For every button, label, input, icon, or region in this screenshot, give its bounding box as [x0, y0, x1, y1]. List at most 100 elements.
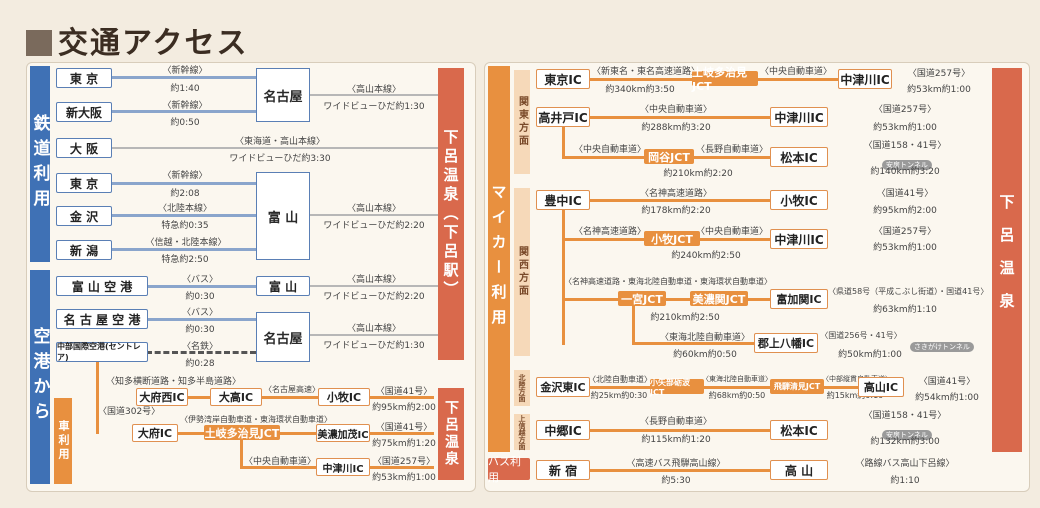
band-rail: 鉄道利用 — [30, 66, 50, 262]
station-osaka: 大 阪 — [56, 138, 112, 158]
label: 〈国道41号〉 — [375, 387, 433, 397]
label: 約63km約1:10 — [873, 305, 937, 315]
label: 〈国道41号〉 — [876, 189, 934, 199]
station-kanazawa: 金 沢 — [56, 206, 112, 226]
label: 〈北陸本線〉 — [157, 204, 212, 214]
label: 約132km約3:00 — [870, 437, 940, 447]
title-text: 交通アクセス — [58, 26, 249, 61]
label: 〈信越・北陸本線〉 — [145, 238, 227, 248]
label: 〈中央自動車道〉 — [639, 105, 712, 115]
label: 約115km約1:20 — [641, 435, 711, 445]
row4-vline — [562, 207, 565, 345]
jct-okaya: 岡谷JCT — [644, 149, 694, 164]
rail-line-kanazawa — [112, 214, 256, 217]
jct-ichinomiya: 一宮JCT — [618, 291, 666, 306]
row7-line — [632, 342, 754, 345]
ic-takaido: 高井戸IC — [536, 107, 590, 127]
ic-kanazawahigashi: 金沢東IC — [536, 377, 590, 397]
region-kanto: 関東方面 — [514, 70, 530, 174]
hub-toyama-air: 富 山 — [256, 276, 310, 296]
rail-line-shinosaka — [112, 110, 256, 113]
row9-line — [588, 429, 770, 432]
label: 〈新幹線〉 — [162, 171, 208, 181]
row10-line — [588, 469, 770, 472]
tunnel-abo-r9: 安房トンネル — [882, 422, 932, 441]
ic-komaki: 小牧IC — [318, 388, 370, 406]
label: 約2:08 — [170, 189, 200, 199]
label: 〈中央自動車道〉 — [574, 145, 647, 155]
jct-hidakiyomi: 飛騨清見JCT — [770, 379, 824, 394]
label: 〈中央自動車道〉 — [696, 227, 769, 237]
label: 〈バス〉 — [181, 308, 218, 318]
label: 〈国道158・41号〉 — [863, 141, 947, 151]
label: 〈東海北陸自動車道〉 — [659, 333, 750, 343]
station-tokyo2: 東 京 — [56, 173, 112, 193]
label: 〈路線バス高山下呂線〉 — [855, 459, 955, 469]
ic-gujohachiman: 郡上八幡IC — [754, 333, 818, 353]
label: 約0:28 — [185, 359, 215, 369]
jct-minoseki: 美濃関JCT — [690, 291, 748, 306]
label: 約178km約2:20 — [641, 206, 711, 216]
station-tokyo: 東 京 — [56, 68, 112, 88]
label: 約340km約3:50 — [605, 85, 675, 95]
label: 〈新幹線〉 — [162, 101, 208, 111]
row8-line — [588, 386, 858, 389]
car-line-row1 — [176, 396, 434, 399]
bus-takayama: 高 山 — [770, 460, 828, 480]
label: 約53km約1:00 — [873, 123, 937, 133]
rail-line-osaka — [112, 147, 438, 149]
label: ワイドビューひだ約2:20 — [323, 292, 425, 302]
page-title: 交通アクセス — [26, 18, 249, 62]
ic-tomikaseki: 富加関IC — [770, 289, 828, 309]
tunnel-abo-r3: 安房トンネル — [882, 152, 932, 171]
tunnel-sakigake: さきがけトンネル — [910, 334, 974, 353]
ic-nakago: 中郷IC — [536, 420, 590, 440]
label: 〈国道257号〉 — [873, 105, 937, 115]
label: 〈国道257号〉 — [907, 69, 971, 79]
label: 〈新幹線〉 — [162, 66, 208, 76]
band-car: 車利用 — [54, 398, 72, 484]
label: 〈国道41号〉 — [918, 377, 976, 387]
label: 約140km約3:20 — [870, 167, 940, 177]
label: 〈国道41号〉 — [375, 423, 433, 433]
jct-tokishi-r1: 土岐多治見JCT — [692, 66, 758, 93]
rail-line-niigata — [112, 248, 256, 251]
station-niigata: 新 潟 — [56, 240, 112, 260]
label: ワイドビューひだ約2:20 — [323, 221, 425, 231]
tunnel-label: 安房トンネル — [882, 160, 932, 170]
label: 約68km約0:50 — [708, 391, 766, 400]
label: 〈高山本線〉 — [346, 204, 401, 214]
label: 〈高速バス飛騨高山線〉 — [626, 459, 726, 469]
row2-vline — [562, 124, 565, 158]
label: 約53km約1:00 — [907, 85, 971, 95]
label: 〈新東名・東名高速道路〉 — [592, 67, 701, 77]
label: 〈国道257号〉 — [873, 227, 937, 237]
label: ワイドビューひだ約1:30 — [323, 341, 425, 351]
ic-takabari: 大高IC — [210, 388, 262, 406]
band-mycar: マイカー利用 — [488, 66, 510, 452]
band-air: 空港から — [30, 270, 50, 484]
region-joetsu: 上信越方面 — [514, 414, 530, 450]
label: 約0:30 — [185, 325, 215, 335]
label: 〈中央自動車道〉 — [243, 457, 316, 467]
label: 特急約2:50 — [161, 255, 209, 265]
label: 約53km約1:00 — [372, 473, 436, 483]
ic-nakatsugawa-r5: 中津川IC — [770, 229, 828, 249]
car-line-row2 — [176, 432, 434, 435]
label: 〈高山本線〉 — [346, 85, 401, 95]
air-line-nagoya-rail — [310, 334, 438, 336]
tunnel-label: さきがけトンネル — [910, 342, 974, 352]
label: 約1:10 — [890, 476, 920, 486]
air-line-nagoya — [146, 318, 256, 321]
label: 〈名神高速道路・東海北陸自動車道・東海環状自動車道〉 — [564, 277, 772, 286]
title-square-icon — [26, 30, 52, 56]
label: 〈東海北陸自動車道〉 — [702, 375, 772, 383]
label: 約0:30 — [185, 292, 215, 302]
label: 約75km約1:20 — [372, 439, 436, 449]
tunnel-label: 安房トンネル — [882, 430, 932, 440]
label: 約60km約0:50 — [673, 350, 737, 360]
air-line-meitetsu — [146, 351, 256, 354]
row4-line — [588, 199, 770, 202]
label: 約53km約1:00 — [873, 243, 937, 253]
label: 〈中部縦貫自動車道〉 — [822, 375, 892, 383]
